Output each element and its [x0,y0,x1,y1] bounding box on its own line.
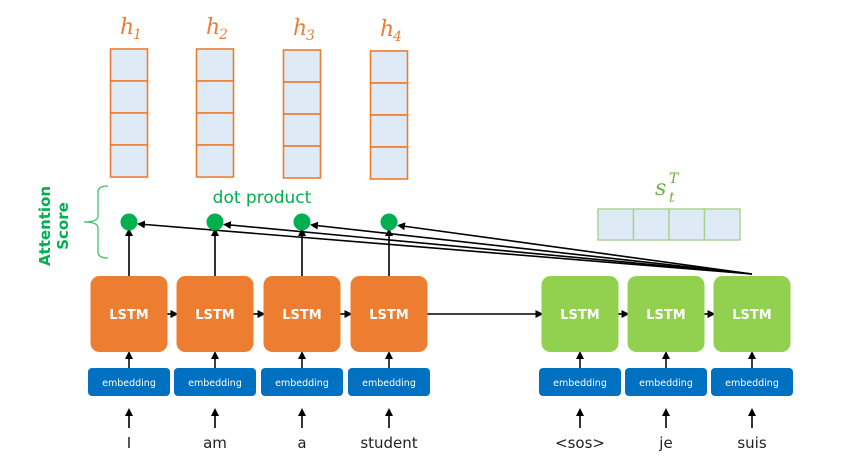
encoder-column: student embedding LSTM [348,276,430,452]
attention-score-dot [206,213,224,231]
attention-brace [83,185,109,259]
encoder-input-word: am [203,434,227,452]
svg-text:LSTM: LSTM [109,308,148,323]
decoder-column: je embedding LSTM [625,276,707,452]
encoder-embedding: embedding [348,368,430,396]
svg-text:T: T [669,171,680,187]
svg-text:2: 2 [218,27,228,43]
encoder-embedding: embedding [261,368,343,396]
encoder-embedding: embedding [88,368,170,396]
svg-text:h: h [293,16,307,41]
attention-arrow [223,221,753,275]
encoder-lstm-cell: LSTM [90,276,168,352]
svg-text:LSTM: LSTM [646,308,685,323]
vector-cell [668,208,706,241]
vector-cell [282,81,322,115]
vector-cell [369,146,409,180]
svg-text:embedding: embedding [362,378,416,389]
encoder-embedding: embedding [174,368,256,396]
svg-text:LSTM: LSTM [282,308,321,323]
vector-cell [369,114,409,148]
vector-cell [109,112,149,146]
vector-cell [195,80,235,114]
hidden-state-label: h2 [206,15,228,43]
svg-text:embedding: embedding [725,378,779,389]
svg-text:3: 3 [306,28,315,44]
attention-score-dot [120,213,138,231]
encoder-lstm-cell: LSTM [176,276,254,352]
svg-text:embedding: embedding [553,378,607,389]
vector-cell [597,208,635,241]
vector-cell [369,82,409,116]
decoder-lstm-cell: LSTM [713,276,791,352]
vector-cell [632,208,670,241]
svg-text:embedding: embedding [102,378,156,389]
svg-text:embedding: embedding [275,378,329,389]
svg-text:h: h [206,15,220,40]
vector-cell [109,144,149,178]
svg-text:LSTM: LSTM [195,308,234,323]
svg-text:h: h [380,17,394,42]
vector-cell [703,208,741,241]
encoder-column: am embedding LSTM [174,276,256,452]
svg-text:embedding: embedding [188,378,242,389]
decoder-column: suis embedding LSTM [711,276,793,452]
hidden-state-h2: h2 [195,15,235,178]
svg-text:LSTM: LSTM [560,308,599,323]
dot-product-label: dot product [213,188,312,208]
svg-text:Attention: Attention [36,186,54,266]
attention-score-label: Attention Score [36,186,72,266]
hidden-state-label: h1 [120,15,142,43]
vector-cell [282,113,322,147]
hidden-state-label: h4 [380,17,402,45]
decoder-input-word: <sos> [555,434,605,452]
encoder-lstm-cell: LSTM [263,276,341,352]
decoder-column: <sos> embedding LSTM [539,276,621,452]
encoder-input-word: a [297,434,306,452]
decoder-lstm-cell: LSTM [627,276,705,352]
encoder-lstm-cell: LSTM [350,276,428,352]
vector-cell [282,145,322,179]
attention-arrow [137,220,753,275]
svg-text:s: s [655,176,666,201]
svg-text:h: h [120,15,134,40]
svg-text:1: 1 [133,27,142,43]
hidden-state-h4: h4 [369,17,409,180]
decoder-lstm-cell: LSTM [541,276,619,352]
attention-score-dot [380,213,398,231]
hidden-state-h1: h1 [109,15,149,178]
encoder-column: a embedding LSTM [261,276,343,452]
decoder-embedding: embedding [625,368,707,396]
svg-text:t: t [669,190,675,206]
vector-cell [195,144,235,178]
vector-cell [195,48,235,82]
hidden-state-label: h3 [293,16,315,44]
encoder-input-word: student [360,434,417,452]
decoder-input-word: je [658,434,672,452]
hidden-state-h3: h3 [282,16,322,179]
decoder-state-vector [597,208,741,241]
decoder-input-word: suis [737,434,766,452]
decoder-state-label: s t T [655,171,680,206]
svg-text:Score: Score [54,202,72,250]
vector-cell [109,48,149,82]
svg-text:LSTM: LSTM [732,308,771,323]
attention-arrow [397,222,753,275]
decoder-embedding: embedding [539,368,621,396]
svg-text:embedding: embedding [639,378,693,389]
svg-text:4: 4 [392,29,402,45]
encoder-input-word: I [127,434,131,452]
svg-text:LSTM: LSTM [369,308,408,323]
vector-cell [109,80,149,114]
decoder-embedding: embedding [711,368,793,396]
vector-cell [282,49,322,83]
vector-cell [195,112,235,146]
vector-cell [369,50,409,84]
attention-score-dot [293,213,311,231]
